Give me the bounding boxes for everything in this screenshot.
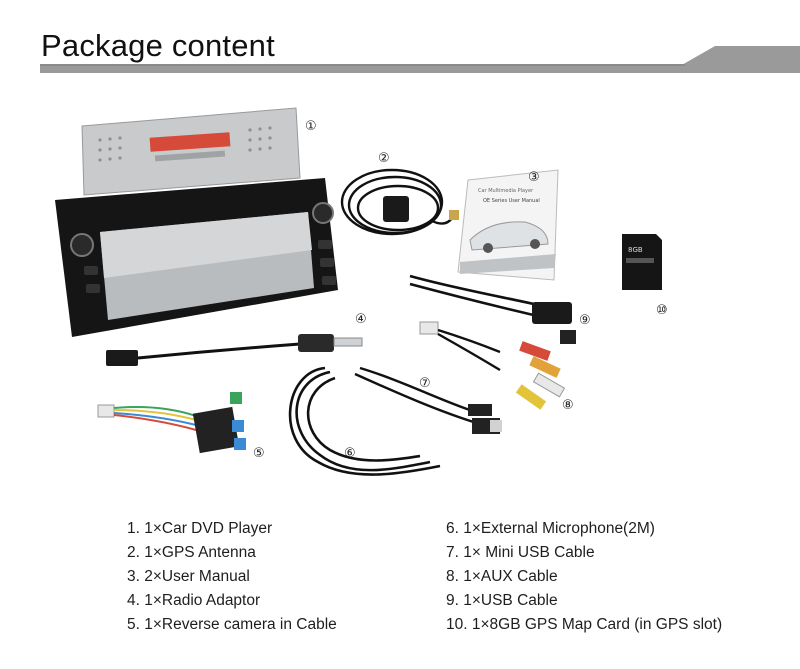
svg-text:⑥: ⑥ [344, 446, 356, 461]
user-manual-image: Car Multimedia Player OE Series User Man… [457, 169, 559, 281]
marker-2: ② [378, 151, 390, 166]
manual-title-text: Car Multimedia Player [478, 188, 534, 194]
marker-8: ⑧ [562, 398, 574, 413]
marker-1: ① [305, 119, 317, 134]
list-item: 5. 1×Reverse camera in Cable [127, 616, 337, 633]
car-dvd-player-image [55, 107, 338, 337]
package-illustration: Car Multimedia Player OE Series User Man… [55, 107, 668, 476]
svg-text:⑤: ⑤ [253, 446, 265, 461]
marker-9: ⑨ [579, 313, 591, 328]
list-item: 10. 1×8GB GPS Map Card (in GPS slot) [446, 616, 723, 633]
svg-text:②: ② [378, 151, 390, 166]
svg-text:⑩: ⑩ [656, 303, 668, 318]
svg-text:④: ④ [355, 312, 367, 327]
mini-usb-cable-image [354, 366, 502, 434]
svg-text:⑨: ⑨ [579, 313, 591, 328]
marker-3: ③ [528, 170, 540, 185]
external-microphone-image [288, 366, 441, 476]
svg-text:①: ① [305, 119, 317, 134]
marker-7: ⑦ [419, 376, 431, 391]
gps-antenna-module [383, 196, 409, 222]
package-items-left: 1. 1×Car DVD Player 2. 1×GPS Antenna 3. … [127, 517, 337, 637]
list-item: 9. 1×USB Cable [446, 592, 558, 609]
aux-cable-image [419, 321, 566, 410]
marker-10: ⑩ [656, 303, 668, 318]
svg-text:⑦: ⑦ [419, 376, 431, 391]
sd-card-image: 8GB [622, 234, 662, 290]
gps-antenna-image [340, 168, 453, 236]
sd-card-capacity: 8GB [628, 246, 643, 254]
list-item: 3. 2×User Manual [127, 568, 250, 585]
usb-cable-image [409, 274, 576, 344]
marker-6: ⑥ [344, 446, 356, 461]
radio-adaptor-image [106, 334, 363, 366]
list-item: 2. 1×GPS Antenna [127, 544, 256, 561]
svg-text:③: ③ [528, 170, 540, 185]
list-item: 6. 1×External Microphone(2M) [446, 520, 655, 537]
list-item: 4. 1×Radio Adaptor [127, 592, 261, 609]
page-title: Package content [41, 28, 275, 63]
list-item: 7. 1× Mini USB Cable [446, 544, 595, 561]
list-item: 8. 1×AUX Cable [446, 568, 558, 585]
list-item: 1. 1×Car DVD Player [127, 520, 273, 537]
gps-connector [449, 210, 459, 220]
package-items-right: 6. 1×External Microphone(2M) 7. 1× Mini … [446, 517, 722, 637]
marker-5: ⑤ [253, 446, 265, 461]
marker-4: ④ [355, 312, 367, 327]
header-divider-bar [40, 46, 800, 73]
svg-text:⑧: ⑧ [562, 398, 574, 413]
reverse-camera-cable-image [97, 392, 246, 454]
manual-subtitle-text: OE Series User Manual [483, 198, 540, 204]
